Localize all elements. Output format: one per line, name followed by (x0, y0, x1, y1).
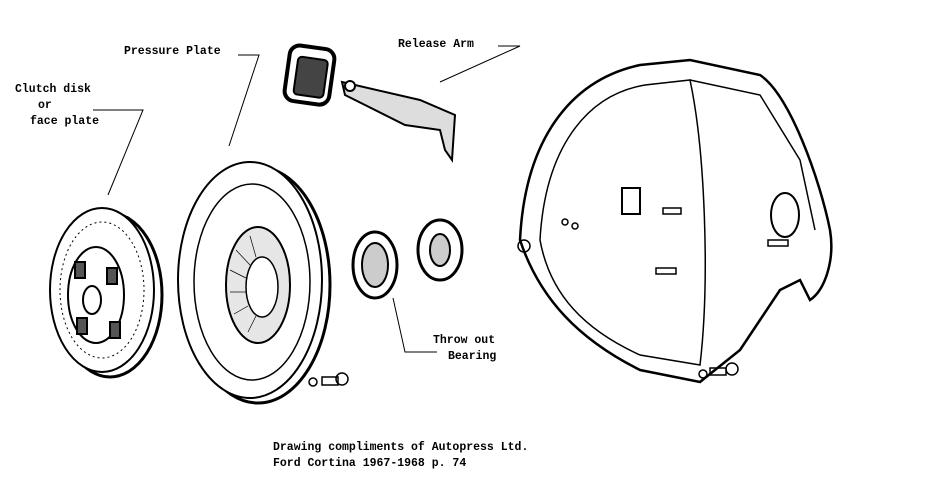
label-bearing: Bearing (448, 350, 497, 363)
leader-lines (93, 45, 521, 353)
leader-release-arm (439, 45, 521, 83)
caption-credit: Drawing compliments of Autopress Ltd. (273, 441, 529, 454)
caption-source: Ford Cortina 1967-1968 p. 74 (273, 457, 467, 470)
bell-housing (517, 58, 833, 384)
release-arm (340, 80, 457, 163)
leader-pressure-plate (228, 54, 260, 147)
pressure-plate (177, 161, 332, 405)
label-clutch-disk-or: or (38, 99, 52, 112)
label-pressure-plate: Pressure Plate (124, 45, 221, 58)
label-throw-out: Throw out (433, 334, 496, 347)
label-face-plate: face plate (30, 115, 100, 128)
leader-clutch-disk (93, 109, 144, 196)
bolt-and-washer (308, 372, 349, 387)
release-arm-boot (282, 43, 337, 107)
label-clutch-disk: Clutch disk (15, 83, 91, 96)
label-release-arm: Release Arm (398, 38, 474, 51)
throw-out-bearing (351, 218, 464, 300)
clutch-disk (49, 207, 164, 379)
leader-throw-out-bearing (392, 297, 437, 353)
